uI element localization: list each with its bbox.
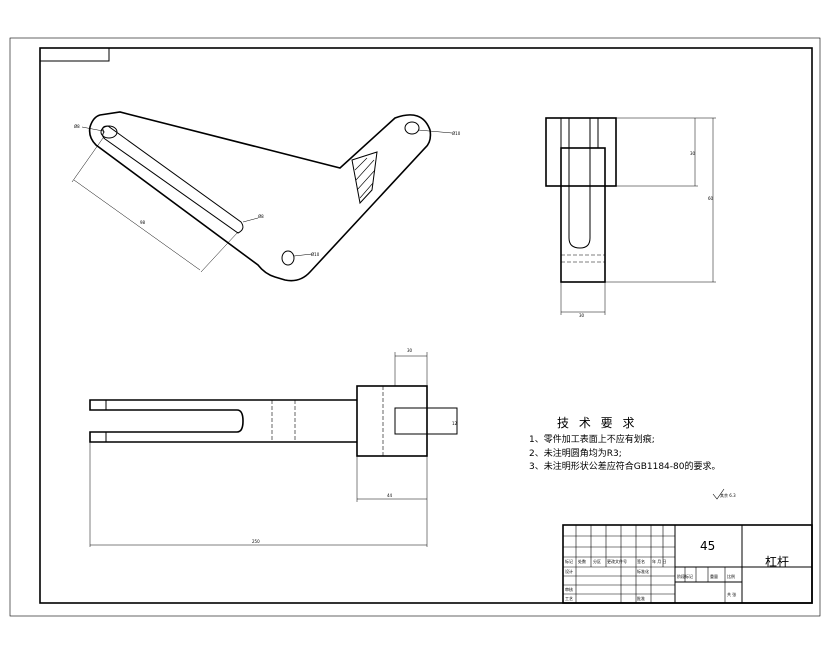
tb-label-design: 设计 bbox=[565, 568, 573, 574]
tb-label-date: 年 月 日 bbox=[652, 558, 667, 564]
title-block: 标记 处数 分区 更改文件号 签名 年 月 日 设计 标准化 审核 工艺 批准 … bbox=[562, 524, 813, 604]
right-side-view: 30 60 30 bbox=[545, 117, 716, 318]
front-view: 30 12 44 250 bbox=[89, 348, 458, 547]
lever-slot bbox=[102, 125, 244, 234]
tech-requirements-title: 技 术 要 求 bbox=[557, 416, 637, 430]
tech-requirement-1: 1、零件加工表面上不应有划痕; bbox=[529, 433, 655, 445]
top-view: 98 Ø8 Ø8 Ø10 Ø10 bbox=[71, 111, 461, 282]
tb-label-count: 处数 bbox=[578, 558, 586, 564]
tb-label-doc: 更改文件号 bbox=[607, 558, 627, 564]
dim-right-height-large: 60 bbox=[708, 196, 714, 201]
dim-slot-dia-right: Ø8 bbox=[258, 214, 264, 219]
corner-code-box bbox=[39, 47, 110, 62]
tech-requirement-2: 2、未注明圆角均为R3; bbox=[529, 447, 622, 459]
roughness-note: 其余 6.3 bbox=[720, 492, 736, 498]
material: 45 bbox=[700, 539, 715, 553]
dim-front-total-length: 250 bbox=[252, 539, 260, 544]
tb-label-mark: 标记 bbox=[565, 558, 573, 564]
slot-end-hole bbox=[100, 125, 118, 139]
tb-label-zone: 分区 bbox=[593, 558, 601, 564]
tb-label-scale: 比例 bbox=[727, 573, 735, 579]
tb-label-stage: 阶段标记 bbox=[677, 573, 693, 579]
dim-front-width-top: 30 bbox=[407, 348, 413, 353]
lever-outline bbox=[88, 111, 432, 282]
part-name: 杠杆 bbox=[765, 554, 789, 569]
tb-label-signature: 签名 bbox=[637, 558, 645, 564]
drawing-frame bbox=[39, 47, 813, 604]
tb-label-sheet: 共 张 bbox=[727, 591, 736, 597]
tech-requirement-3: 3、未注明形状公差应符合GB1184-80的要求。 bbox=[529, 460, 720, 472]
dim-slot-dia-left: Ø8 bbox=[74, 124, 80, 129]
bottom-hole bbox=[281, 250, 295, 266]
dim-front-hub-length: 44 bbox=[387, 493, 393, 498]
tb-label-approve: 批准 bbox=[637, 595, 645, 601]
tb-label-process: 工艺 bbox=[565, 596, 573, 601]
tb-label-std: 标准化 bbox=[637, 568, 649, 574]
right-end-hole bbox=[404, 121, 420, 135]
dim-front-slot-height: 12 bbox=[452, 421, 458, 426]
dim-right-hole: Ø10 bbox=[452, 131, 461, 136]
sheet-outer-border bbox=[9, 37, 821, 617]
dim-slot-length: 98 bbox=[140, 220, 146, 225]
roughness-symbol: 其余 6.3 bbox=[712, 488, 736, 500]
section-hatch bbox=[351, 151, 378, 205]
tb-label-weight: 重量 bbox=[710, 573, 718, 579]
tech-requirements: 技 术 要 求 1、零件加工表面上不应有划痕; 2、未注明圆角均为R3; 3、未… bbox=[529, 416, 720, 472]
dim-bottom-hole: Ø10 bbox=[311, 252, 320, 257]
dim-right-width: 30 bbox=[579, 313, 585, 318]
tb-label-review: 审核 bbox=[565, 586, 573, 592]
dim-right-height-small: 30 bbox=[690, 151, 696, 156]
